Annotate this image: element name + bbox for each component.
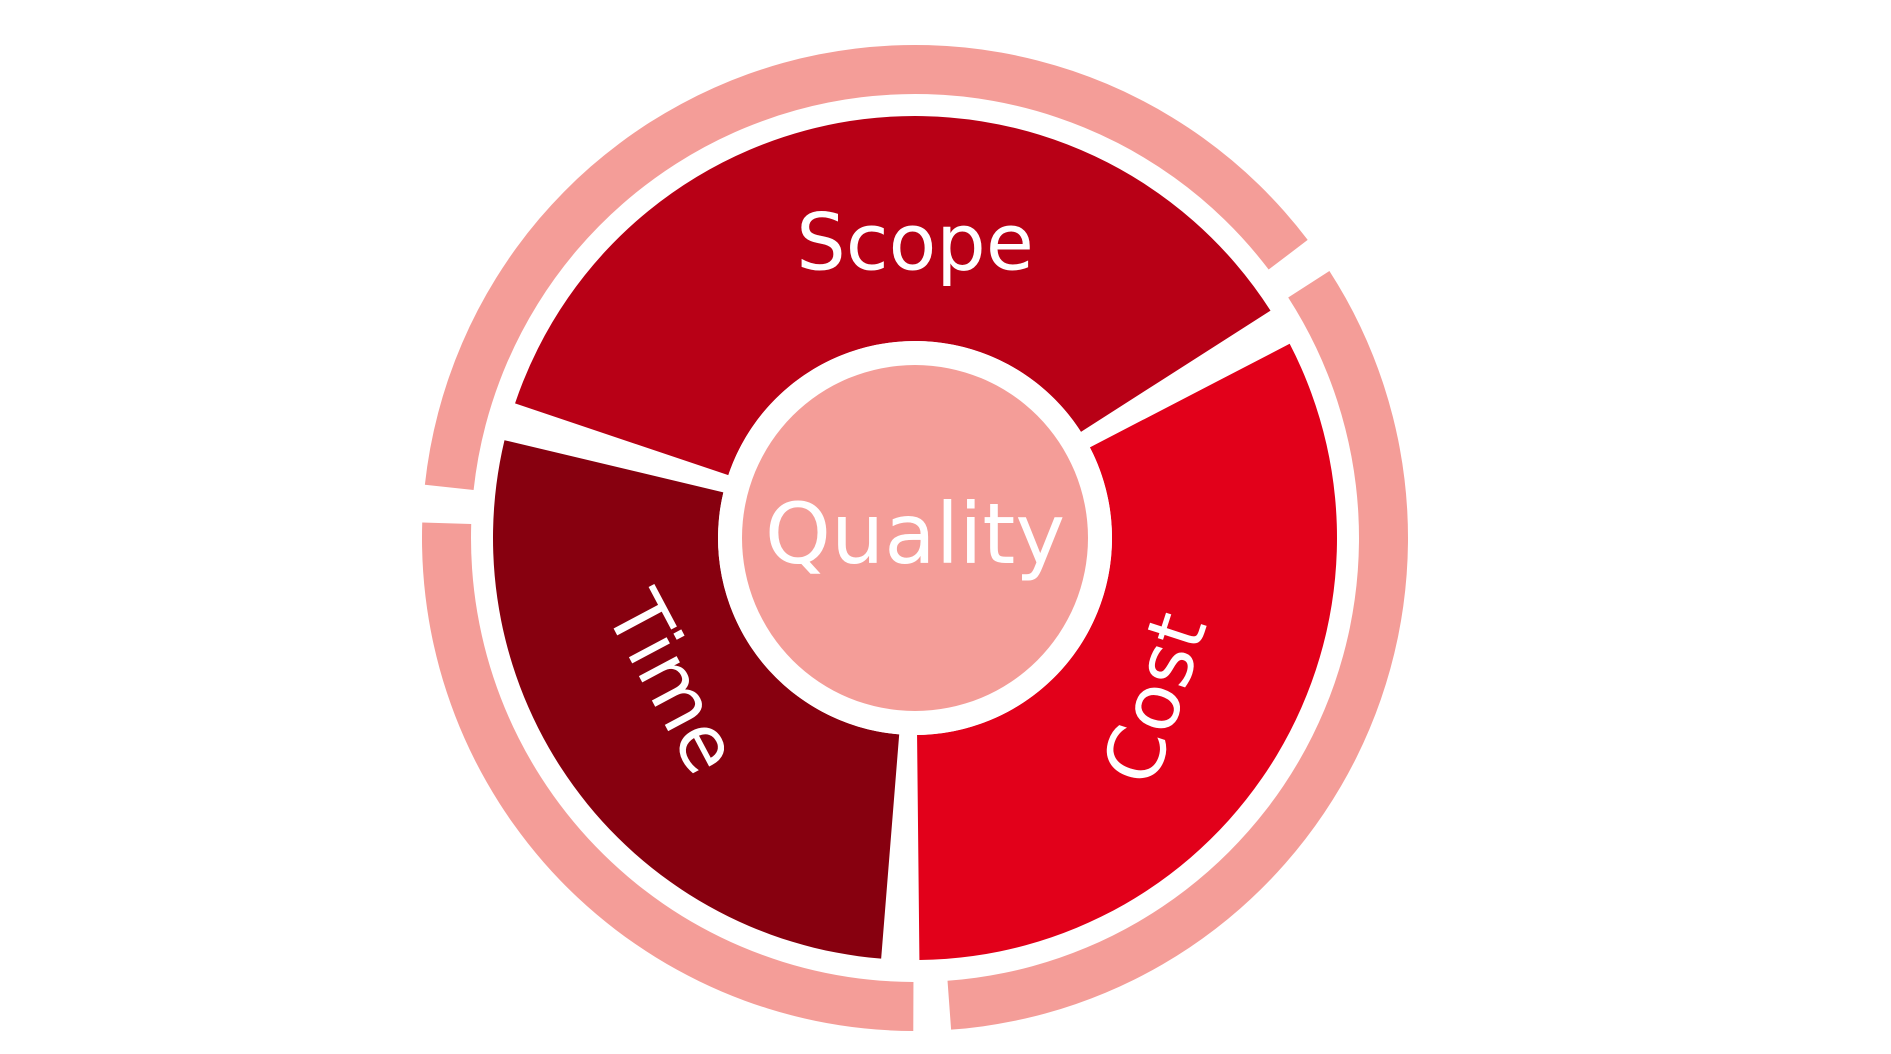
segment-scope (515, 116, 1271, 476)
outer-ring-segment-time (421, 522, 914, 1031)
outer-ring-segment-scope (424, 44, 1308, 491)
segment-label-scope: Scope (796, 198, 1034, 288)
segment-time (493, 440, 900, 959)
outer-ring-segment-cost (947, 270, 1409, 1030)
center-label-quality: Quality (765, 485, 1065, 583)
segment-cost (917, 343, 1338, 960)
center-circle (742, 365, 1088, 711)
